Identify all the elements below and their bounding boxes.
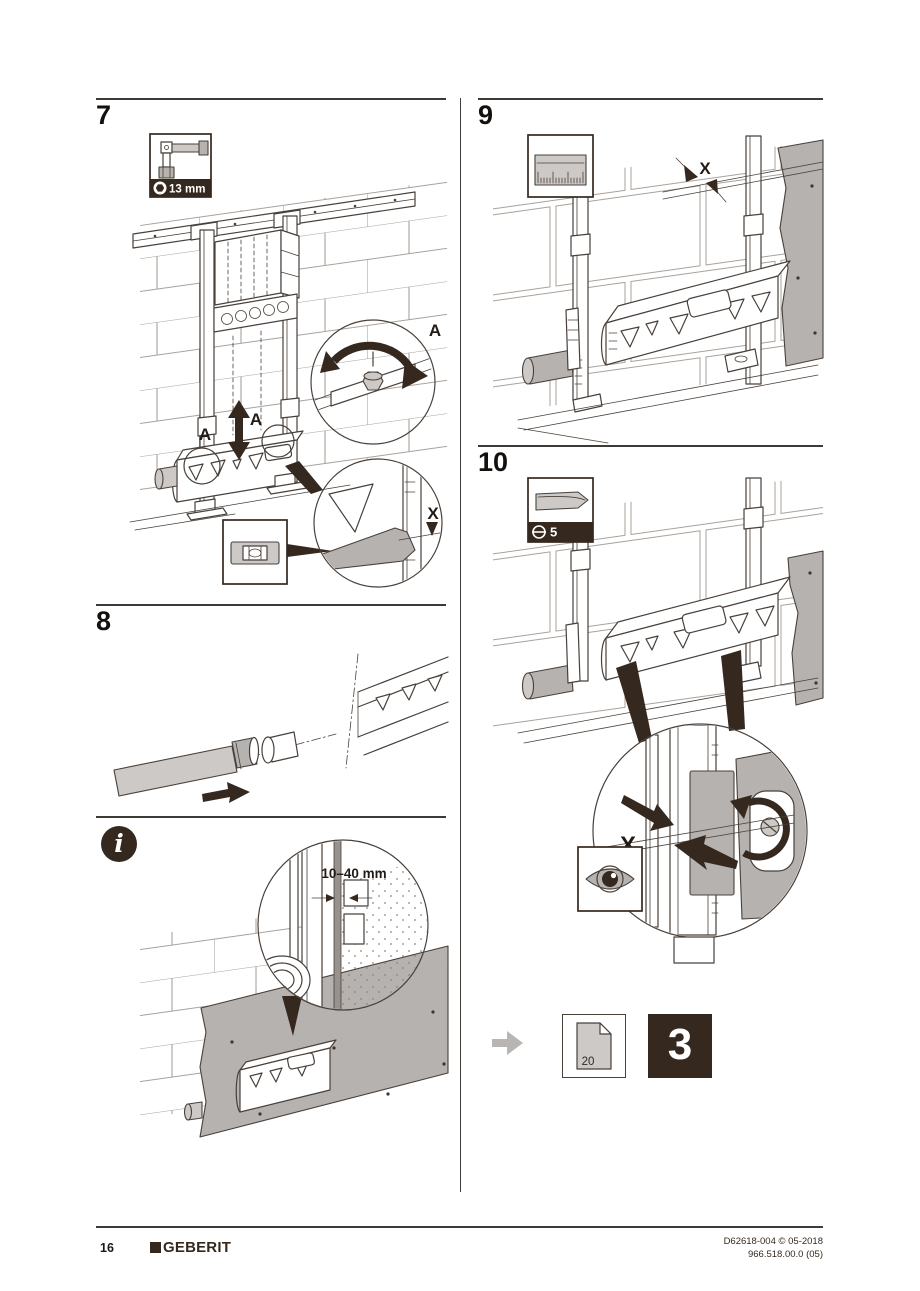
frame-fragment xyxy=(345,653,449,769)
callout-arrow xyxy=(287,544,333,557)
geberit-logo-text: GEBERIT xyxy=(163,1239,232,1256)
step9-drawing: X xyxy=(493,134,824,444)
page-icon: 20 xyxy=(576,1022,612,1070)
push-arrow-icon xyxy=(621,795,674,831)
page-reference: 20 xyxy=(562,1014,626,1078)
info-drawing: 10–40 mm xyxy=(140,839,449,1138)
cover-panel xyxy=(777,139,824,367)
page-number: 16 xyxy=(100,1241,114,1255)
next-step-number: 3 xyxy=(667,1020,693,1069)
gap-measurement: 10–40 mm xyxy=(321,866,386,881)
foot-callout-circle-right xyxy=(261,424,295,458)
water-supply-pipe xyxy=(521,307,581,385)
info-icon: i xyxy=(101,826,137,862)
drain-channel xyxy=(517,576,819,744)
tool-size-label: 5 xyxy=(550,525,557,540)
rotation-arrow-icon xyxy=(742,797,790,861)
step8-drawing xyxy=(113,653,449,803)
label-a-detail: A xyxy=(429,321,441,340)
label-x: X xyxy=(699,159,711,178)
step10-number: 10 xyxy=(478,447,509,477)
ruler-icon xyxy=(534,154,587,186)
up-down-arrow-icon xyxy=(228,400,250,460)
eye-callout xyxy=(577,846,643,912)
rule-info-top xyxy=(96,816,446,818)
adjustment-detail-circle: X xyxy=(577,723,808,964)
spirit-level-icon xyxy=(222,519,288,585)
callout-arrow xyxy=(285,461,323,494)
column-divider xyxy=(460,98,462,1192)
cover-panel xyxy=(787,550,824,706)
step7-drawing: A A A xyxy=(129,133,447,588)
article-code: 966.518.00.0 (05) xyxy=(747,1248,823,1260)
insert-arrow-icon xyxy=(202,782,250,803)
callout-arrow xyxy=(616,661,652,743)
rule-step9-top xyxy=(478,98,823,100)
drain-channel xyxy=(600,260,791,366)
page-ref-number: 20 xyxy=(582,1056,595,1068)
label-x: X xyxy=(427,504,439,523)
label-a-right: A xyxy=(250,410,262,429)
flathead-screwdriver-icon xyxy=(535,491,589,511)
step10-drawing: X 5 xyxy=(493,475,824,964)
callout-arrow xyxy=(721,650,745,731)
callout-arrow xyxy=(282,996,302,1036)
eye-icon xyxy=(585,865,635,893)
footer-rule xyxy=(96,1226,823,1228)
pipe xyxy=(113,736,260,797)
slotted-screw-icon xyxy=(532,525,546,539)
geberit-logo-mark xyxy=(150,1242,161,1253)
distance-annotation: X xyxy=(662,157,824,203)
step9-number: 9 xyxy=(478,100,494,130)
next-step-badge: 3 xyxy=(648,1014,712,1078)
socket-fitting xyxy=(245,731,337,764)
tool-callout: 13 mm xyxy=(149,133,212,198)
step7-number: 7 xyxy=(96,100,112,130)
x-detail-circle: X xyxy=(313,458,443,588)
doc-code: D62618-004 © 05-2018 xyxy=(723,1236,823,1247)
document-codes: D62618-004 © 05-2018 966.518.00.0 (05) xyxy=(520,1236,823,1261)
rule-step10-top xyxy=(478,445,823,447)
push-arrow-icon xyxy=(674,835,738,870)
rule-step8-top xyxy=(96,604,446,606)
socket-wrench-icon xyxy=(158,140,209,179)
drain-channel xyxy=(183,1039,337,1121)
tool-callout: 5 xyxy=(527,477,594,543)
nut-detail-circle: A xyxy=(310,319,441,445)
step8-number: 8 xyxy=(96,606,112,636)
rule-step7-top xyxy=(96,98,446,100)
tool-size-label: 13 mm xyxy=(169,184,205,196)
feet xyxy=(517,348,819,444)
next-step-arrow-icon xyxy=(492,1031,523,1055)
hex-socket-icon xyxy=(153,181,167,195)
foot-callout-circle-left xyxy=(183,447,221,485)
tool-callout xyxy=(527,134,594,198)
label-a-left: A xyxy=(199,425,211,444)
geberit-logo: GEBERIT xyxy=(150,1239,231,1256)
